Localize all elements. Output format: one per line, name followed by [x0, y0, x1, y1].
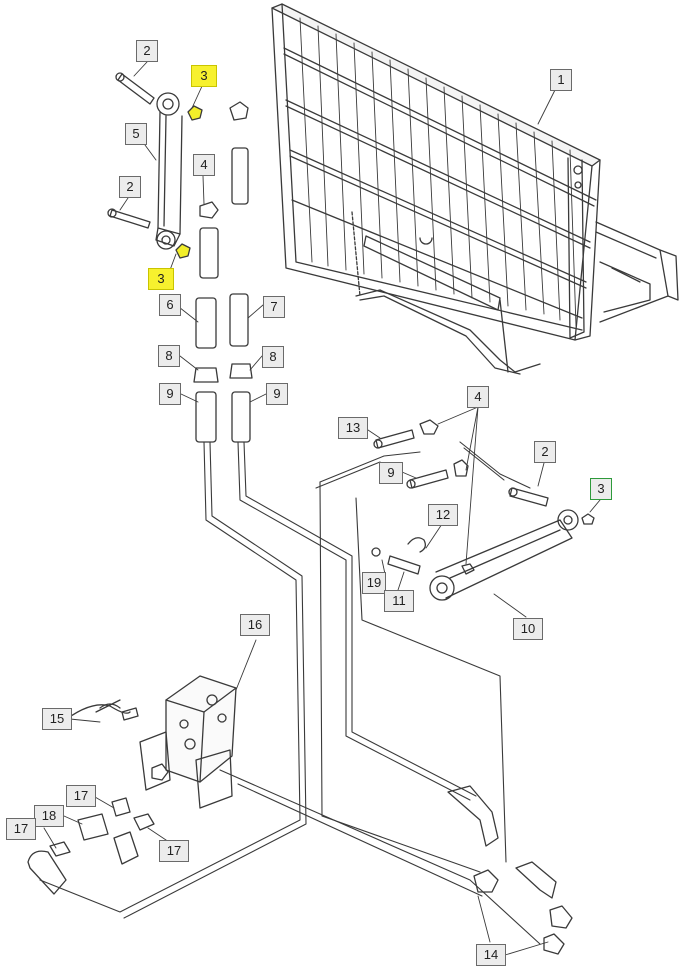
callout-17: 17 [6, 818, 36, 840]
callout-18: 18 [34, 805, 64, 827]
callout-12: 12 [428, 504, 458, 526]
callout-3-highlighted: 3 [191, 65, 217, 87]
callout-8: 8 [262, 346, 284, 368]
callout-13: 13 [338, 417, 368, 439]
callout-3-green: 3 [590, 478, 612, 500]
callout-6: 6 [159, 294, 181, 316]
callout-17: 17 [66, 785, 96, 807]
leader-lines [43, 61, 601, 956]
callout-10: 10 [513, 618, 543, 640]
callout-4: 4 [193, 154, 215, 176]
callout-11: 11 [384, 590, 414, 612]
callout-19: 19 [362, 572, 386, 594]
callout-14: 14 [476, 944, 506, 966]
callout-1: 1 [550, 69, 572, 91]
callout-9: 9 [379, 462, 403, 484]
callout-2: 2 [119, 176, 141, 198]
callout-5: 5 [125, 123, 147, 145]
callout-4: 4 [467, 386, 489, 408]
callout-9: 9 [266, 383, 288, 405]
callout-7: 7 [263, 296, 285, 318]
callout-16: 16 [240, 614, 270, 636]
hose-fittings-left [193, 101, 253, 443]
callout-17: 17 [159, 840, 189, 862]
callout-15: 15 [42, 708, 72, 730]
tilt-cylinder [371, 419, 595, 601]
callout-8: 8 [158, 345, 180, 367]
valve-block [27, 675, 573, 955]
callout-2: 2 [534, 441, 556, 463]
hydraulic-lines [39, 441, 541, 945]
lift-cylinder [107, 72, 203, 259]
callout-3-highlighted: 3 [148, 268, 174, 290]
callout-9: 9 [159, 383, 181, 405]
callout-2: 2 [136, 40, 158, 62]
frame-assembly [271, 3, 679, 375]
